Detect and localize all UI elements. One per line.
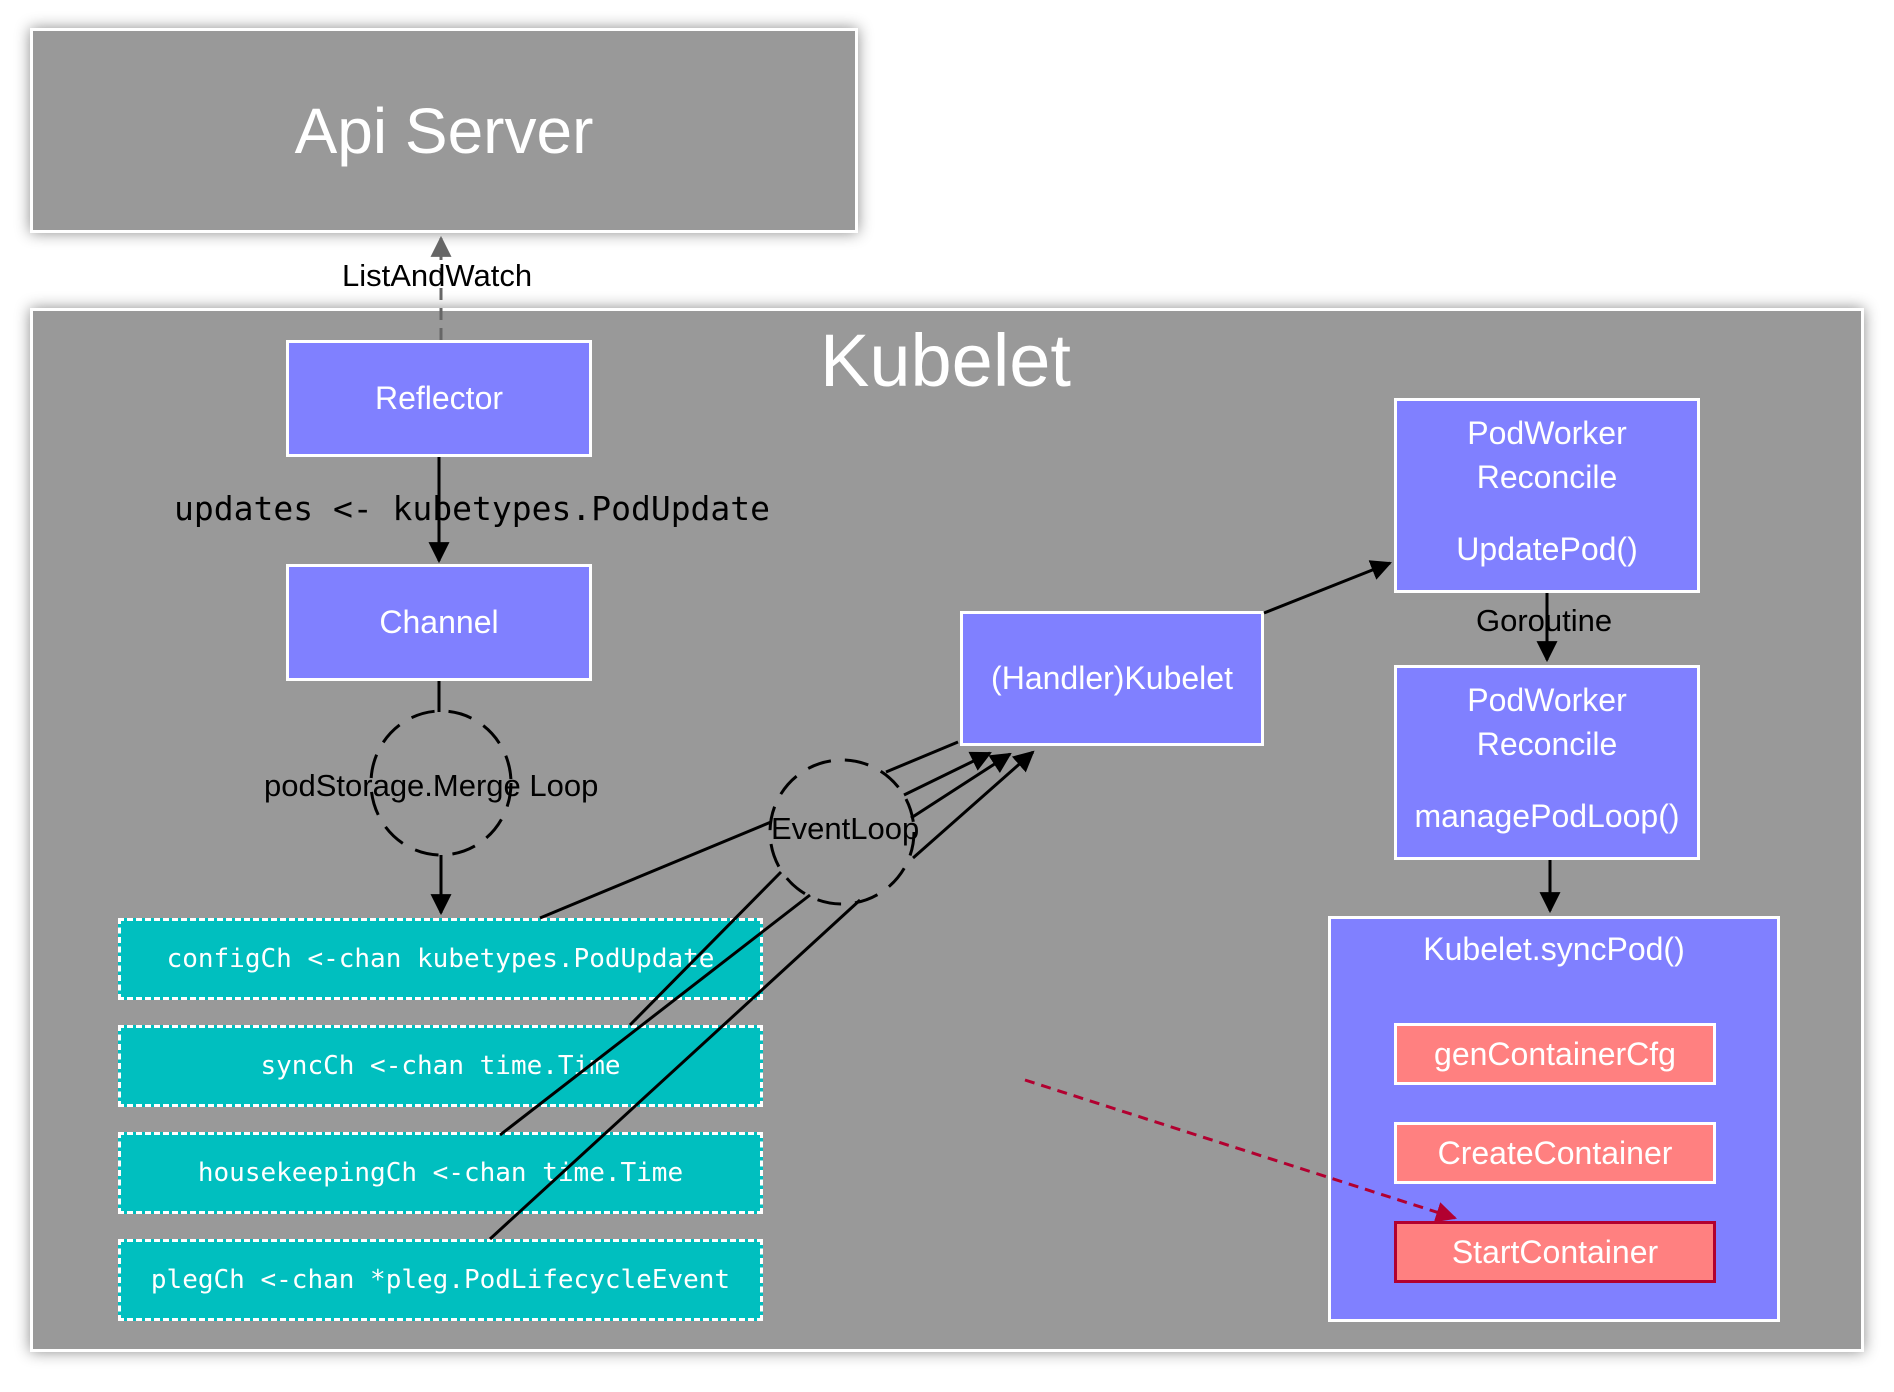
handler-kubelet-node: (Handler)Kubelet	[960, 611, 1264, 746]
podworker1-line2: Reconcile	[1476, 459, 1618, 495]
listandwatch-label: ListAndWatch	[342, 258, 533, 293]
podworker2-line2: Reconcile	[1476, 726, 1618, 762]
podworker-managepodloop-node: PodWorker Reconcile managePodLoop()	[1394, 665, 1700, 860]
step-startcontainer: StartContainer	[1394, 1221, 1716, 1283]
goroutine-label: Goroutine	[1476, 603, 1613, 638]
channel-configch-label: configCh <-chan kubetypes.PodUpdate	[166, 944, 715, 974]
podworker-updatepod-node: PodWorker Reconcile UpdatePod()	[1394, 398, 1700, 593]
channel-plegch: plegCh <-chan *pleg.PodLifecycleEvent	[118, 1239, 763, 1321]
step-createcontainer: CreateContainer	[1394, 1122, 1716, 1184]
step-createcontainer-label: CreateContainer	[1437, 1134, 1673, 1171]
handler-to-podworker-arrow	[1263, 560, 1392, 615]
podworker1-line3: UpdatePod()	[1456, 531, 1638, 567]
reflector-label: Reflector	[374, 380, 504, 416]
eventloop-circle	[768, 758, 916, 906]
channel-configch: configCh <-chan kubetypes.PodUpdate	[118, 918, 763, 1000]
eventloop-to-handler-arrow-4	[912, 750, 1035, 860]
kubelet-title: Kubelet	[820, 319, 1071, 402]
step-gencontainercfg-label: genContainerCfg	[1434, 1035, 1676, 1072]
api-server-box: Api Server	[30, 28, 858, 233]
syncpod-title: Kubelet.syncPod()	[1423, 931, 1685, 967]
eventloop-to-handler-arrow-3	[910, 752, 1012, 820]
eventloop-to-handler-arrow-2	[903, 751, 992, 797]
merge-loop-label: podStorage.Merge Loop	[264, 768, 599, 803]
merge-loop-circle	[369, 709, 513, 857]
channel-node: Channel	[286, 564, 592, 681]
updates-label: updates <- kubetypes.PodUpdate	[174, 489, 771, 528]
handler-kubelet-label: (Handler)Kubelet	[991, 660, 1233, 696]
podworker2-line3: managePodLoop()	[1414, 798, 1680, 834]
reflector-node: Reflector	[286, 340, 592, 457]
api-server-title: Api Server	[294, 94, 594, 167]
eventloop-label: EventLoop	[771, 811, 920, 846]
channel-label: Channel	[379, 604, 499, 640]
channel-plegch-label: plegCh <-chan *pleg.PodLifecycleEvent	[150, 1265, 731, 1295]
highlight-dashed-arrow	[1024, 1078, 1457, 1223]
step-startcontainer-label: StartContainer	[1451, 1233, 1659, 1270]
eventloop-to-handler-arrow-1	[885, 740, 959, 774]
podworker1-line1: PodWorker	[1467, 415, 1627, 451]
housekeepingch-to-eventloop-line	[499, 893, 811, 1137]
podworker2-line1: PodWorker	[1467, 682, 1627, 718]
channel-housekeepingch: housekeepingCh <-chan time.Time	[118, 1132, 763, 1214]
channel-syncch: syncCh <-chan time.Time	[118, 1025, 763, 1107]
syncch-to-eventloop-line	[628, 870, 783, 1027]
channel-syncch-label: syncCh <-chan time.Time	[260, 1051, 621, 1081]
step-gencontainercfg: genContainerCfg	[1394, 1023, 1716, 1085]
channel-housekeepingch-label: housekeepingCh <-chan time.Time	[197, 1158, 684, 1188]
plegch-to-eventloop-line	[488, 898, 862, 1241]
configch-to-eventloop-line	[539, 820, 772, 920]
